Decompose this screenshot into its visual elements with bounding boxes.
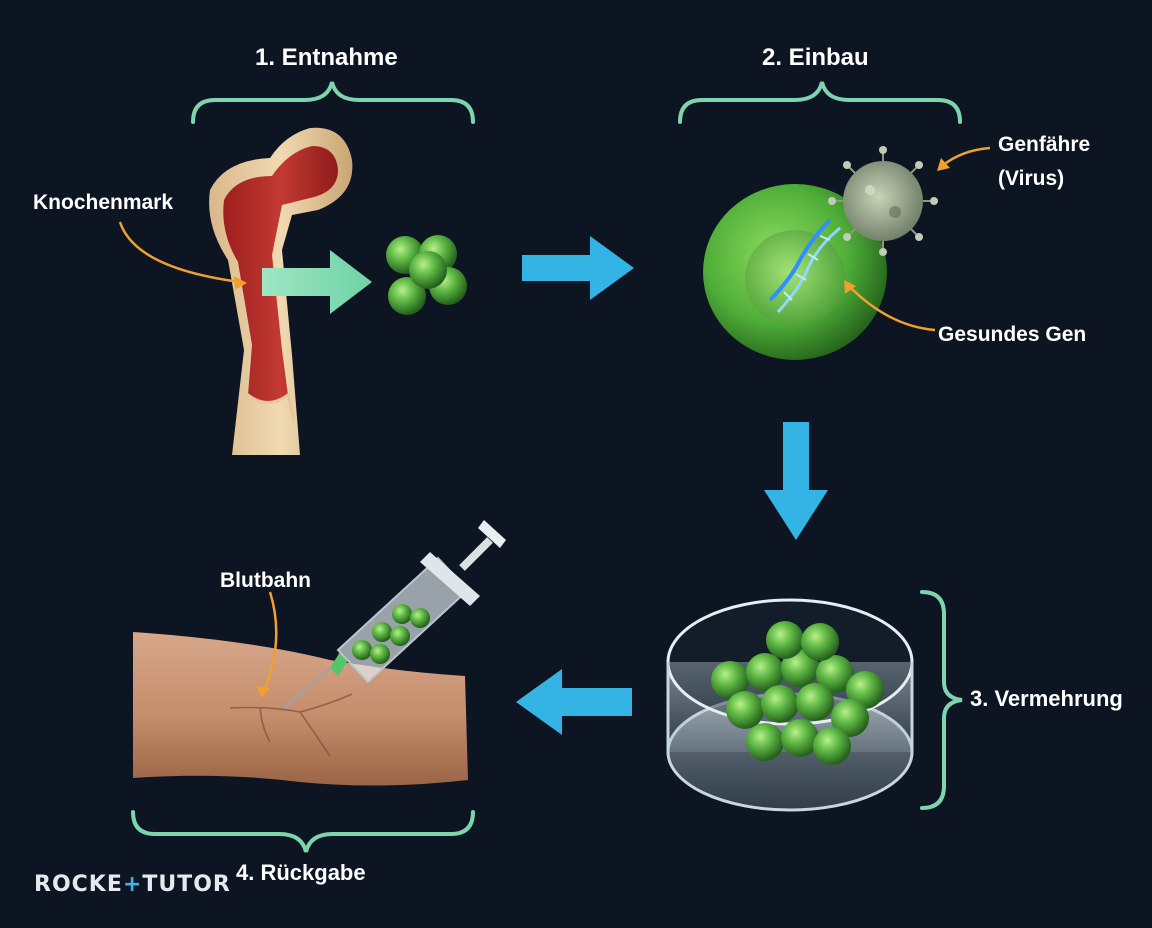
petri-dish	[666, 598, 914, 812]
syringe	[283, 520, 506, 709]
logo-part2: TUTOR	[142, 872, 231, 897]
label-virus: (Virus)	[998, 167, 1065, 190]
callout-arrow-gene	[847, 284, 936, 332]
modified-cell	[703, 184, 887, 360]
extraction-arrow	[262, 250, 372, 314]
flow-arrow-down	[764, 422, 828, 540]
callout-arrow-blood	[262, 591, 278, 693]
logo-part1: ROCKE	[34, 872, 123, 897]
bracket-step3	[920, 590, 963, 810]
callout-arrows	[118, 146, 991, 693]
harvested-cells	[386, 235, 467, 315]
logo-plus: +	[122, 872, 143, 897]
step-2-title: 2. Einbau	[762, 44, 869, 71]
step-1-title: 1. Entnahme	[255, 44, 398, 71]
callout-arrow-virus	[941, 146, 991, 167]
bracket-step4	[131, 810, 475, 853]
brand-logo: ROCKE+TUTOR	[34, 872, 231, 897]
step-4-title: 4. Rückgabe	[236, 860, 366, 885]
callout-arrow-marrow	[118, 221, 241, 284]
bracket-step2	[678, 81, 962, 124]
label-genfaehre: Genfähre	[998, 133, 1091, 156]
callout-arrowheads	[234, 158, 950, 698]
label-knochenmark: Knochenmark	[33, 191, 174, 214]
virus-vector	[828, 146, 938, 256]
label-blutbahn: Blutbahn	[220, 569, 311, 592]
flow-arrow-right	[522, 236, 634, 300]
step-3-title: 3. Vermehrung	[970, 686, 1123, 711]
bracket-step1	[191, 81, 475, 124]
label-gesundes-gen: Gesundes Gen	[938, 323, 1087, 346]
arm-illustration	[133, 632, 468, 786]
flow-arrow-left	[516, 669, 632, 735]
